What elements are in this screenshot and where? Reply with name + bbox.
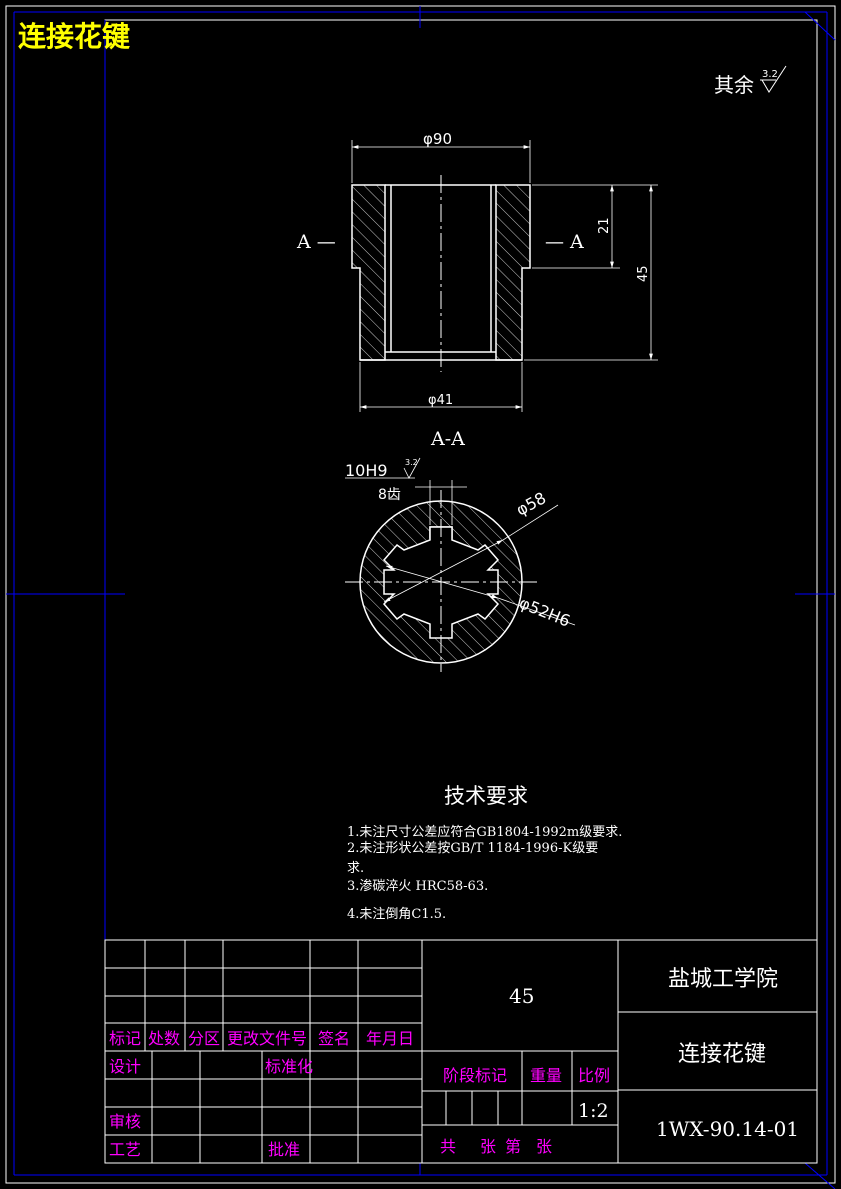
dim-spline-outer: φ58: [513, 488, 549, 519]
rev-header-zone: 分区: [188, 1029, 220, 1048]
label-stage-mark: 阶段标记: [443, 1066, 507, 1085]
school-name: 盐城工学院: [668, 967, 778, 992]
sheets-total-label: 共: [440, 1137, 456, 1156]
section-view: A-A φ58 φ52H6 10H9 3.2 8齿: [345, 428, 576, 672]
spline-finish: 3.2: [405, 458, 418, 467]
surface-finish-note: 其余 3.2: [714, 65, 787, 97]
drawing-number: 1WX-90.14-01: [656, 1117, 799, 1141]
title-block: [104, 939, 818, 1164]
label-review: 审核: [109, 1112, 141, 1131]
scale-value: 1:2: [578, 1100, 609, 1122]
surface-finish-label: 其余: [714, 73, 754, 97]
title-block-text: 标记 处数 分区 更改文件号 签名 年月日 设计 标准化 审核 工艺 批准 45…: [109, 967, 799, 1159]
dim-spline-inner: φ52H6: [517, 593, 573, 631]
tech-item: 2.未注形状公差按GB/T 1184-1996-K级要: [347, 841, 598, 856]
part-name: 连接花键: [678, 1042, 766, 1067]
tech-item: 4.未注倒角C1.5.: [347, 907, 446, 922]
section-title: A-A: [430, 428, 465, 450]
sheets-unit-label: 张: [480, 1137, 496, 1156]
label-design: 设计: [109, 1057, 141, 1076]
rev-header-mark: 标记: [109, 1029, 141, 1048]
tech-requirements: 技术要求 1.未注尺寸公差应符合GB1804-1992m级要求. 2.未注形状公…: [347, 784, 622, 922]
tech-item: 求.: [347, 861, 364, 876]
rev-header-doc: 更改文件号: [227, 1029, 307, 1048]
label-weight: 重量: [530, 1066, 562, 1085]
sheet-number-label: 第: [505, 1137, 521, 1156]
dim-upper-height: 21: [597, 217, 612, 234]
material-value: 45: [509, 984, 534, 1008]
tech-item: 3.渗碳淬火 HRC58-63.: [347, 879, 488, 894]
drawing-title: 连接花键: [18, 20, 130, 53]
tech-title: 技术要求: [444, 784, 528, 808]
spline-teeth: 8齿: [378, 487, 401, 503]
label-scale: 比例: [578, 1066, 610, 1085]
dim-total-height: 45: [636, 265, 651, 282]
surface-finish-value: 3.2: [762, 69, 778, 80]
dim-bottom-diameter: φ41: [428, 393, 453, 408]
label-approve: 批准: [268, 1140, 300, 1159]
rev-header-sign: 签名: [318, 1029, 350, 1048]
label-standardize: 标准化: [265, 1057, 313, 1076]
spline-width: 10H9: [345, 461, 388, 480]
tech-item: 1.未注尺寸公差应符合GB1804-1992m级要求.: [347, 824, 622, 840]
sheet-unit-label: 张: [536, 1137, 552, 1156]
section-mark-right: — A: [545, 231, 584, 253]
dim-outer-diameter: φ90: [423, 130, 452, 148]
label-process: 工艺: [109, 1140, 141, 1159]
section-mark-left: A —: [296, 231, 336, 253]
rev-header-date: 年月日: [366, 1029, 414, 1048]
front-view: φ90 φ41 21 45 A — — A: [296, 130, 658, 412]
rev-header-count: 处数: [148, 1029, 180, 1048]
